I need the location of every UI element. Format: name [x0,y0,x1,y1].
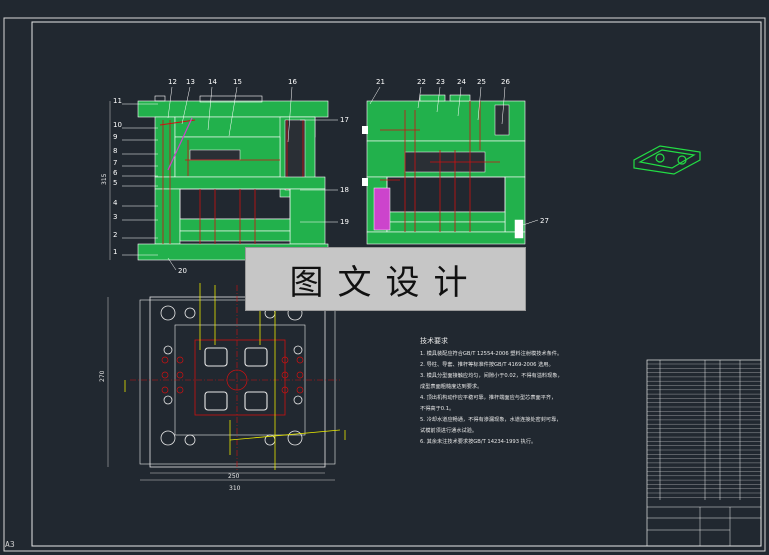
part-label-22: 22 [417,78,426,86]
tech-req-line: 成型表面粗糙度达到要求。 [420,382,482,390]
tech-req-line: 不得高于0.1。 [420,404,454,412]
technical-requirements: 技术要求 1. 模具装配应符合GB/T 12554-2006 塑料注射模技术条件… [420,336,563,445]
dim-section-height: 315 [101,173,108,185]
part-label-14: 14 [208,78,217,86]
drawing-outer-border [3,17,766,552]
part-label-17: 17 [340,116,349,124]
part-label-12: 12 [168,78,177,86]
part-label-20: 20 [178,267,187,275]
part-label-23: 23 [436,78,445,86]
part-label-16: 16 [288,78,297,86]
dim-plan-inner: 250 [228,473,240,480]
part-label-1: 1 [113,248,117,256]
leader-line [501,86,506,125]
leader-line [477,86,482,121]
part-label-8: 8 [113,147,117,155]
part-label-24: 24 [457,78,466,86]
tech-req-line: 2. 导柱、导套、推杆等标准件按GB/T 4169-2006 选用。 [420,360,554,368]
title-block [646,359,762,547]
product-isometric [633,145,701,175]
part-label-19: 19 [340,218,349,226]
part-label-11: 11 [113,97,122,105]
watermark-text: 图文设计 [289,262,482,303]
tech-req-line: 试模前须进行通水试验。 [420,426,477,434]
part-label-13: 13 [186,78,195,86]
tech-req-line: 3. 模具分型面接触应均匀，间隙小于0.02，不得有溢料现象， [420,371,563,379]
leader-line [457,86,462,117]
leader-line [369,86,381,105]
left-section-view [109,95,329,261]
leader-line [167,86,173,119]
part-label-2: 2 [113,231,117,239]
part-label-7: 7 [113,159,117,167]
leader-line [228,86,238,137]
part-label-10: 10 [113,121,122,129]
dim-plan-left: 270 [99,370,106,382]
part-label-25: 25 [477,78,486,86]
drawing-inner-border [31,21,762,547]
tech-req-line: 1. 模具装配应符合GB/T 12554-2006 塑料注射模技术条件。 [420,349,562,357]
part-label-3: 3 [113,213,117,221]
part-label-15: 15 [233,78,242,86]
part-label-26: 26 [501,78,510,86]
leader-line [181,86,191,125]
leader-line [207,86,213,131]
part-label-27: 27 [540,217,549,225]
leader-line [167,257,177,271]
watermark-banner: 图文设计 [245,247,526,311]
plan-view [107,283,346,481]
leader-line [436,86,441,113]
part-label-21: 21 [376,78,385,86]
right-section-view [362,94,526,245]
leader-line [519,219,539,227]
dim-plan-outer: 310 [229,485,241,492]
tech-req-line: 5. 冷却水道应畅通，不得有渗漏现象，水道连接处密封可靠， [420,415,561,423]
part-label-6: 6 [113,169,118,177]
part-label-5: 5 [113,179,117,187]
part-label-4: 4 [113,199,118,207]
part-label-18: 18 [340,186,349,194]
leader-line [287,86,293,143]
tech-req-line: 6. 其余未注技术要求按GB/T 14234-1993 执行。 [420,437,536,445]
tech-req-line: 4. 顶出机构动作应平稳可靠，推杆端面应与型芯表面平齐， [420,393,556,401]
tech-req-title: 技术要求 [420,336,448,345]
corner-mark: A3 [5,540,15,549]
part-label-9: 9 [113,133,117,141]
leader-line [417,86,422,109]
